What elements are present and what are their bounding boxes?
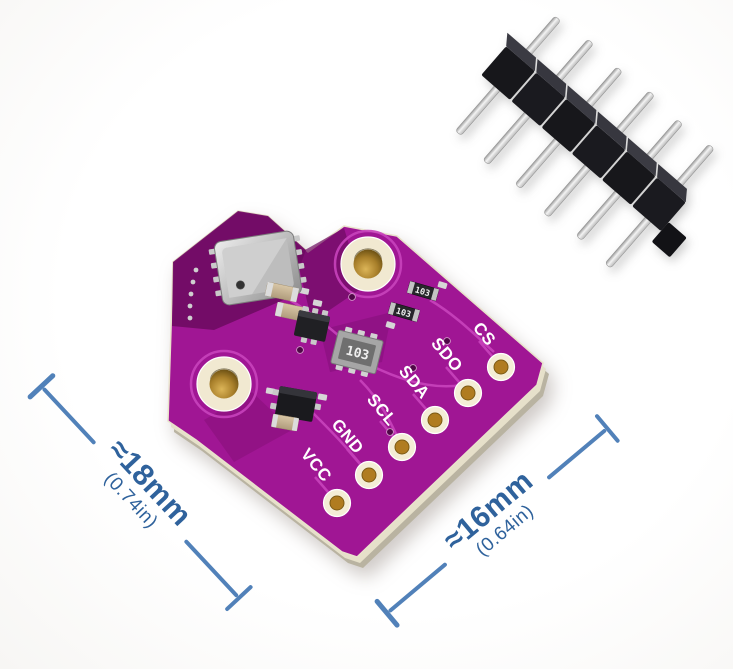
transistor-chip bbox=[269, 386, 322, 422]
header-plastic-blocks bbox=[482, 32, 687, 257]
pcb-board: 103 103 103 bbox=[167, 210, 549, 568]
mounting-hole-top-right bbox=[340, 236, 396, 292]
pin-hole-cs bbox=[486, 352, 516, 382]
resistor-marking-text: 103 bbox=[395, 306, 413, 320]
pin-hole-sda bbox=[420, 405, 450, 435]
resistor-marking-text: 103 bbox=[414, 285, 432, 299]
level-shifter-chip: 103 bbox=[330, 326, 384, 378]
solder-pads bbox=[187, 267, 448, 401]
pin-hole-scl bbox=[387, 432, 417, 462]
mounting-hole-left bbox=[196, 356, 252, 412]
pin-hole-vcc bbox=[322, 488, 352, 518]
pin-holes bbox=[322, 352, 516, 518]
pin-header-strip bbox=[456, 16, 714, 268]
resistor-103-2: 103 bbox=[387, 302, 421, 322]
regulator-chip bbox=[294, 305, 330, 346]
sensor-vent-hole bbox=[235, 280, 245, 290]
chip-marking-text: 103 bbox=[344, 344, 370, 364]
pin-hole-sdo bbox=[453, 378, 483, 408]
capacitor-1 bbox=[264, 281, 300, 303]
vias bbox=[296, 293, 451, 436]
resistor-103-1: 103 bbox=[406, 281, 440, 301]
pin-hole-gnd bbox=[354, 460, 384, 490]
capacitor-3 bbox=[271, 413, 300, 432]
header-end-piece bbox=[652, 222, 687, 257]
